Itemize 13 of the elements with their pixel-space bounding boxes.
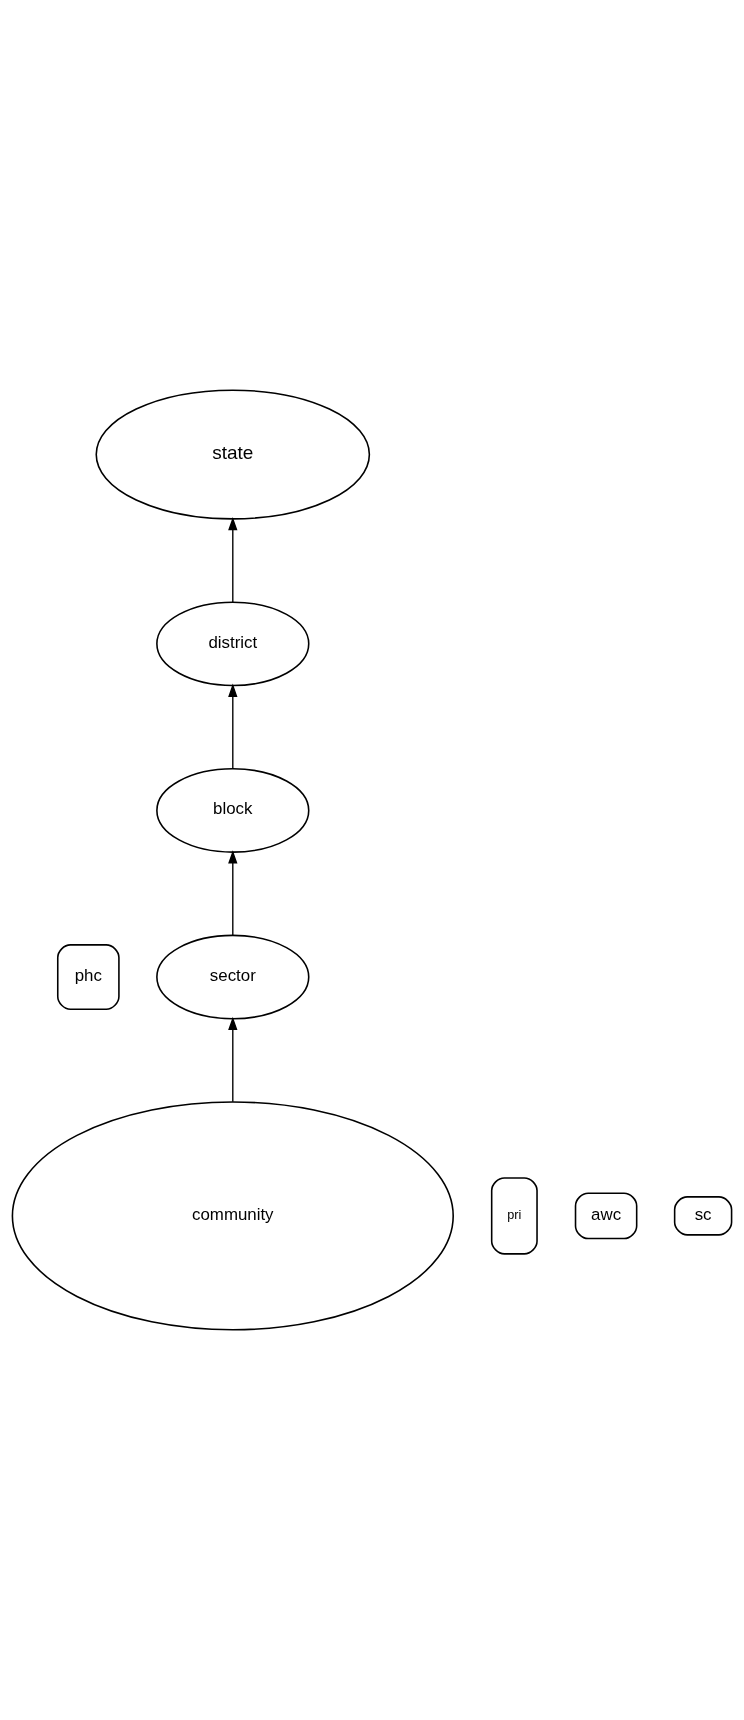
node-ellipse: sector — [156, 934, 310, 1020]
arrow — [228, 516, 238, 603]
node-box: sc — [673, 1196, 733, 1236]
node-box: pri — [490, 1177, 538, 1255]
node-ellipse: district — [156, 601, 310, 687]
arrow — [228, 683, 238, 770]
arrow — [228, 850, 238, 936]
node-box: phc — [56, 944, 120, 1010]
arrow — [228, 1016, 238, 1103]
node-ellipse: block — [156, 768, 310, 853]
node-ellipse: community — [11, 1101, 454, 1331]
node-box: awc — [574, 1192, 638, 1240]
node-ellipse: state — [95, 389, 371, 520]
